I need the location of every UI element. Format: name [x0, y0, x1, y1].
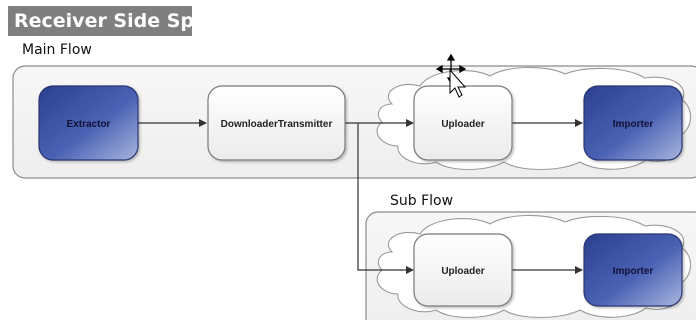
- node-uploader-main-label: Uploader: [441, 119, 484, 130]
- main-flow-label: Main Flow: [22, 42, 92, 58]
- node-extractor: Extractor: [38, 85, 139, 161]
- node-importer-sub: Importer: [583, 233, 683, 307]
- arrow-downloader-to-sub-uploader: [357, 123, 414, 274]
- node-downloader-transmitter: DownloaderTransmitter: [207, 85, 346, 161]
- sub-flow-label: Sub Flow: [390, 193, 454, 209]
- move-cursor-icon: [435, 53, 467, 98]
- node-extractor-label: Extractor: [67, 119, 111, 130]
- node-uploader-main: Uploader: [413, 85, 513, 161]
- node-downloader-label: DownloaderTransmitter: [221, 119, 333, 130]
- node-uploader-sub-label: Uploader: [441, 266, 484, 277]
- page-title: Receiver Side Split: [8, 6, 216, 36]
- node-importer-sub-label: Importer: [613, 266, 654, 277]
- node-importer-main: Importer: [583, 85, 683, 161]
- node-uploader-sub: Uploader: [413, 233, 513, 307]
- node-importer-main-label: Importer: [613, 119, 654, 130]
